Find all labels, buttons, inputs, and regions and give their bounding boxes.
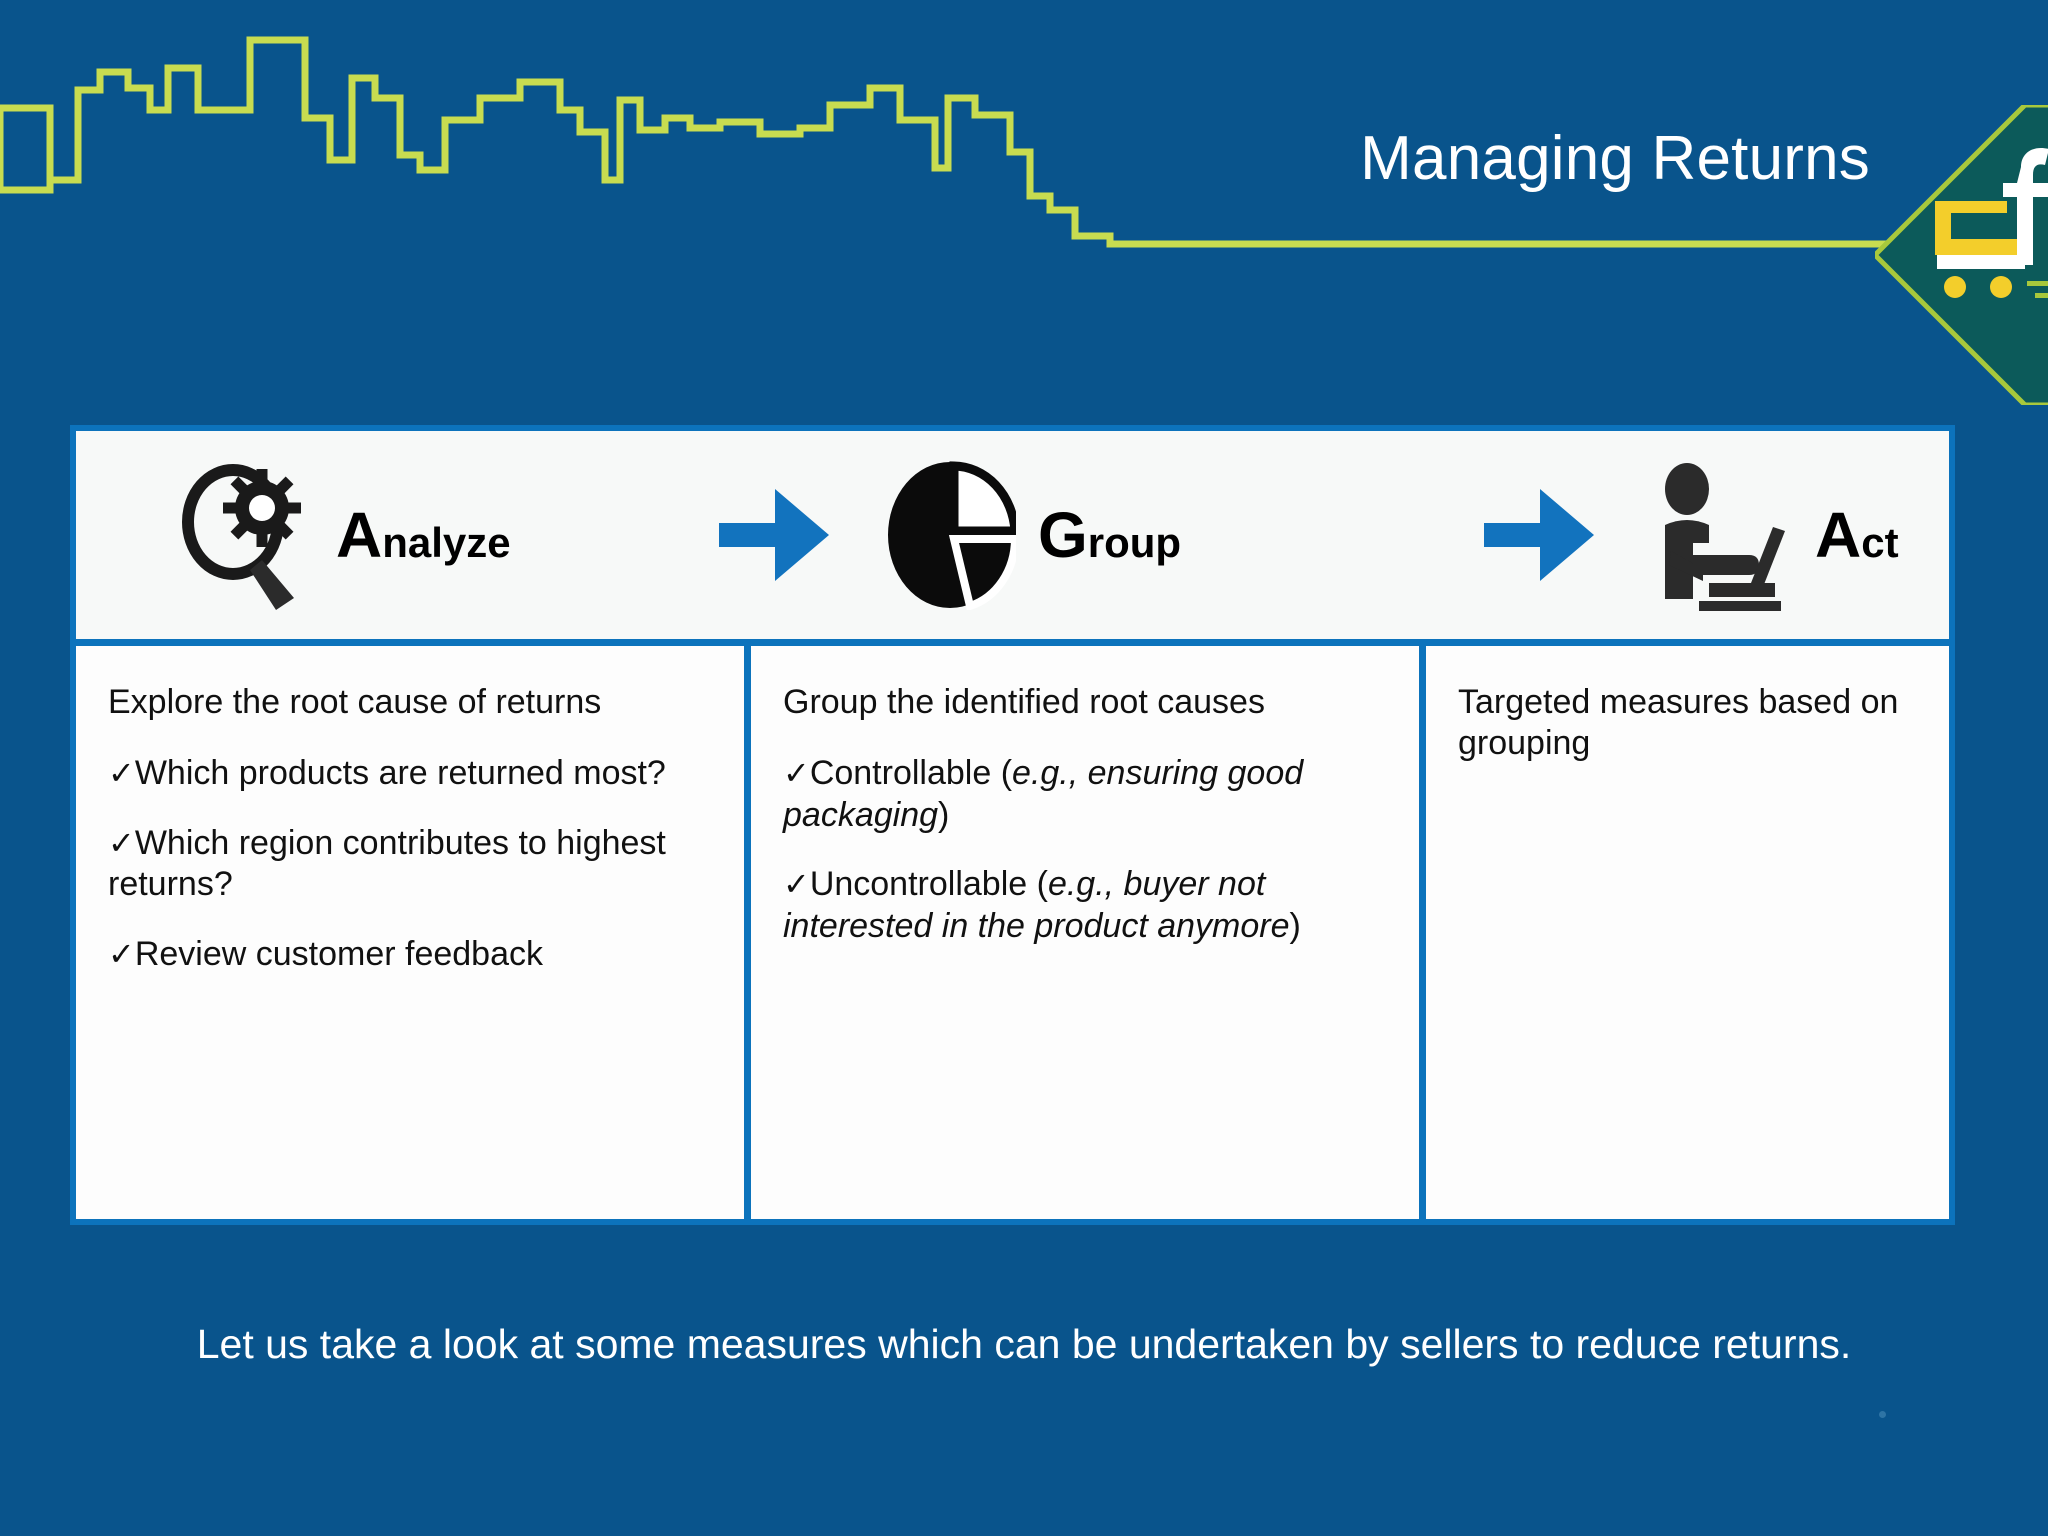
stage-group-rest: roup [1087,519,1182,566]
page-title: Managing Returns [1360,124,1870,193]
flipkart-cart-icon [1935,148,2048,298]
analyze-lead: Explore the root cause of returns [108,683,602,721]
detail-cell-act: Targeted measures based on grouping [1426,646,1949,1219]
list-item-suffix: ) [938,795,950,834]
detail-cell-group: Group the identified root causes ✓Contro… [751,646,1419,1219]
arrow-cell-1 [711,431,836,639]
process-header-row: Analyze Group [76,431,1949,639]
person-at-laptop-icon [1665,463,1785,611]
check-icon: ✓ [108,755,135,792]
stage-analyze-rest: nalyze [382,519,511,566]
stage-act-cap: A [1815,499,1862,571]
arrow-cell-2 [1476,431,1601,639]
act-lead: Targeted measures based on grouping [1458,683,1899,763]
list-item: ✓Which region contributes to highest ret… [108,823,714,906]
analyze-bullet-list: ✓Which products are returned most? ✓Whic… [108,753,714,975]
list-item-text: Which products are returned most? [134,754,666,793]
slide-caption: Let us take a look at some measures whic… [196,1321,1852,1367]
list-item-prefix: Uncontrollable ( [809,865,1048,904]
list-item-italic: e.g., buyer not interested in the produc… [783,865,1290,945]
list-item: ✓Controllable (e.g., ensuring good packa… [783,753,1389,836]
group-bullet-list: ✓Controllable (e.g., ensuring good packa… [783,753,1389,947]
check-icon: ✓ [783,866,810,903]
list-item: ✓Uncontrollable (e.g., buyer not interes… [783,864,1389,947]
list-item: ✓Which products are returned most? [108,753,714,794]
list-item-italic: e.g., ensuring good packaging [783,754,1304,834]
list-item: ✓Review customer feedback [108,934,714,975]
list-item-prefix: Controllable ( [809,754,1013,793]
check-icon: ✓ [108,824,135,861]
group-lead: Group the identified root causes [783,683,1265,721]
detail-cell-analyze: Explore the root cause of returns ✓Which… [76,646,744,1219]
stage-group-label: Group [1038,503,1181,567]
stage-act[interactable]: Act [1601,431,1949,639]
stage-analyze-label: Analyze [336,503,511,567]
stage-act-rest: ct [1861,519,1899,566]
pie-chart-icon [888,461,1016,610]
magnifier-gear-icon [182,464,301,610]
brand-logo [1871,102,2048,408]
check-icon: ✓ [783,755,810,792]
decorative-dot [1879,1411,1886,1418]
arrow-right-icon-1 [718,489,829,581]
list-item-text: Review customer feedback [134,934,543,973]
check-icon: ✓ [108,935,135,972]
stage-analyze[interactable]: Analyze [76,431,711,639]
stage-analyze-cap: A [336,499,383,571]
arrow-right-icon-2 [1483,489,1594,581]
list-item-text: Which region contributes to highest retu… [108,823,666,904]
list-item-suffix: ) [1289,906,1301,945]
stage-group[interactable]: Group [836,431,1476,639]
stage-act-label: Act [1815,503,1899,567]
process-table: Analyze Group [70,425,1955,1225]
process-body-row: Explore the root cause of returns ✓Which… [76,646,1949,1219]
stage-group-cap: G [1038,499,1088,571]
